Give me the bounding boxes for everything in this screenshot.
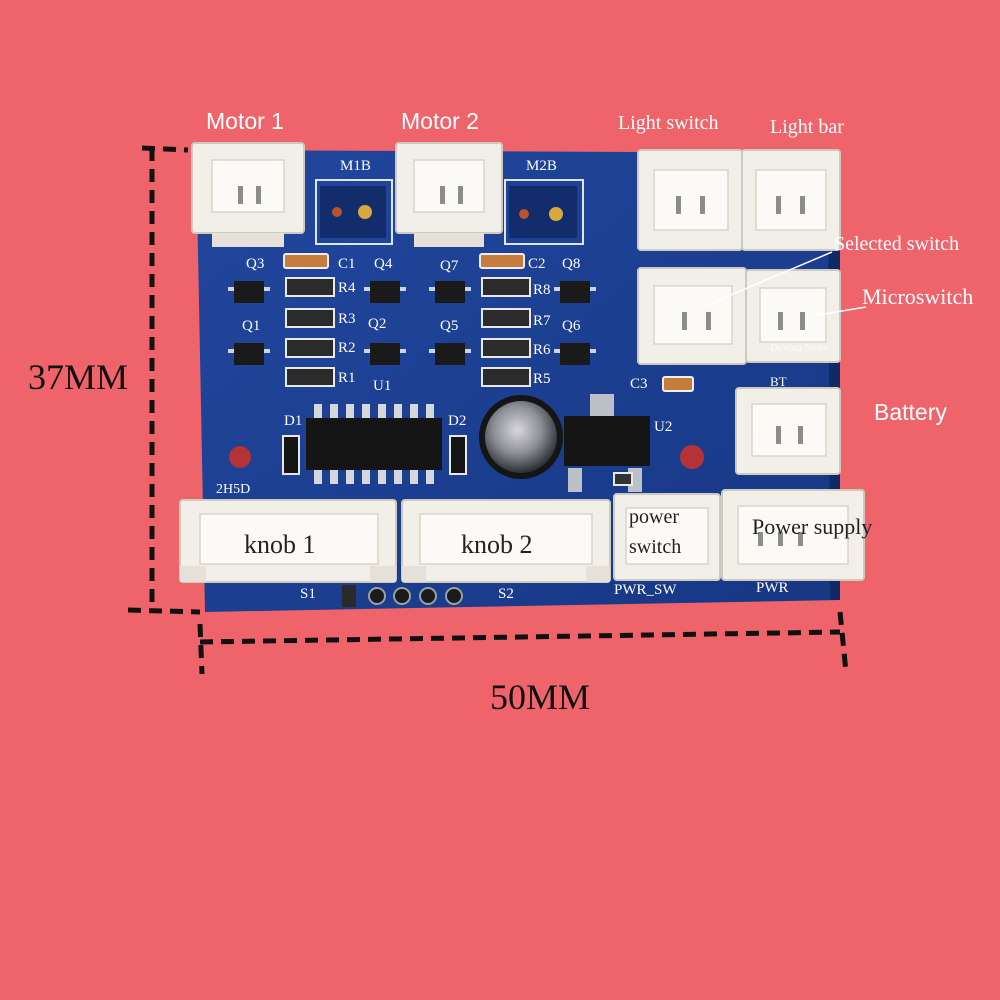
silk-r8: R8 — [533, 282, 551, 298]
capacitor-c1 — [283, 253, 329, 269]
silk-r4: R4 — [338, 280, 356, 296]
silk-bt: BT — [770, 374, 787, 389]
silk-u2: U2 — [654, 419, 673, 435]
silk-m2b: M2B — [526, 158, 557, 174]
dimension-height-label: 37MM — [28, 357, 129, 397]
silk-pwr-sw: PWR_SW — [614, 582, 677, 598]
label-battery: Battery — [874, 399, 947, 425]
pointer-selected-switch — [699, 251, 833, 309]
silk-u1: U1 — [373, 378, 392, 394]
motor2-pad-area — [504, 179, 584, 245]
label-knob2: knob 2 — [461, 530, 533, 559]
silk-r7: R7 — [533, 313, 551, 329]
silk-q1: Q1 — [242, 318, 261, 334]
resistor-array-left — [285, 277, 335, 387]
silk-q6: Q6 — [562, 318, 581, 334]
header-pins — [342, 585, 463, 607]
regulator-u2 — [564, 394, 650, 492]
capacitor-c2 — [479, 253, 525, 269]
dimension-width-line — [197, 611, 849, 675]
silk-c2: C2 — [528, 256, 546, 272]
mounting-hole — [680, 445, 704, 469]
silk-q5: Q5 — [440, 318, 459, 334]
connector-motor2 — [395, 142, 503, 247]
pointer-microswitch — [811, 306, 867, 317]
mounting-hole — [229, 446, 251, 468]
silk-s2: S2 — [498, 586, 514, 602]
connector-microswitch — [745, 269, 841, 363]
silk-d1: D1 — [284, 413, 303, 429]
label-motor2: Motor 2 — [401, 108, 479, 134]
connector-power-switch — [613, 493, 721, 581]
silk-pwr: PWR — [756, 580, 789, 596]
resistor-array-right — [481, 277, 531, 387]
silk-q7: Q7 — [440, 258, 459, 274]
dimension-width-label: 50MM — [490, 677, 591, 717]
label-power-switch-line2: switch — [629, 536, 682, 558]
silk-q4: Q4 — [374, 256, 393, 272]
label-power-supply: Power supply — [752, 514, 873, 539]
silk-board-id: 2H5D — [216, 482, 251, 497]
connector-battery — [735, 387, 841, 475]
diode-d1 — [282, 435, 300, 475]
silk-c3: C3 — [630, 376, 648, 392]
label-motor1: Motor 1 — [206, 108, 284, 134]
connector-knob2 — [401, 499, 611, 583]
silk-r1: R1 — [338, 370, 356, 386]
ic-u1 — [306, 404, 442, 484]
silk-r2: R2 — [338, 340, 356, 356]
connector-light-switch — [637, 149, 743, 251]
label-knob1: knob 1 — [244, 530, 316, 559]
silk-d2: D2 — [448, 413, 467, 429]
silk-c1: C1 — [338, 256, 356, 272]
capacitor-c3 — [662, 376, 694, 392]
silk-r6: R6 — [533, 342, 551, 358]
silk-store: Devota Store — [770, 342, 828, 354]
label-selected-switch: Selected switch — [834, 233, 959, 255]
connector-motor1 — [191, 142, 305, 247]
silk-r5: R5 — [533, 371, 551, 387]
transistors — [234, 281, 590, 365]
label-microswitch: Microswitch — [862, 284, 974, 309]
connector-power-supply — [721, 489, 865, 581]
label-power-switch-line1: power — [629, 506, 679, 528]
dimension-height-line — [127, 145, 201, 615]
label-light-switch: Light switch — [618, 112, 719, 134]
connector-light-bar — [741, 149, 841, 251]
silk-s1: S1 — [300, 586, 316, 602]
silk-r3: R3 — [338, 311, 356, 327]
silk-q2: Q2 — [368, 316, 387, 332]
diode-d2 — [449, 435, 467, 475]
motor1-pad-area — [315, 179, 393, 245]
label-light-bar: Light bar — [770, 116, 844, 138]
connector-selected-switch — [637, 267, 747, 365]
small-component — [613, 472, 633, 486]
connector-knob1 — [179, 499, 397, 583]
silk-q8: Q8 — [562, 256, 581, 272]
transistor-legs — [228, 287, 596, 353]
silk-q3: Q3 — [246, 256, 265, 272]
silk-m1b: M1B — [340, 158, 371, 174]
